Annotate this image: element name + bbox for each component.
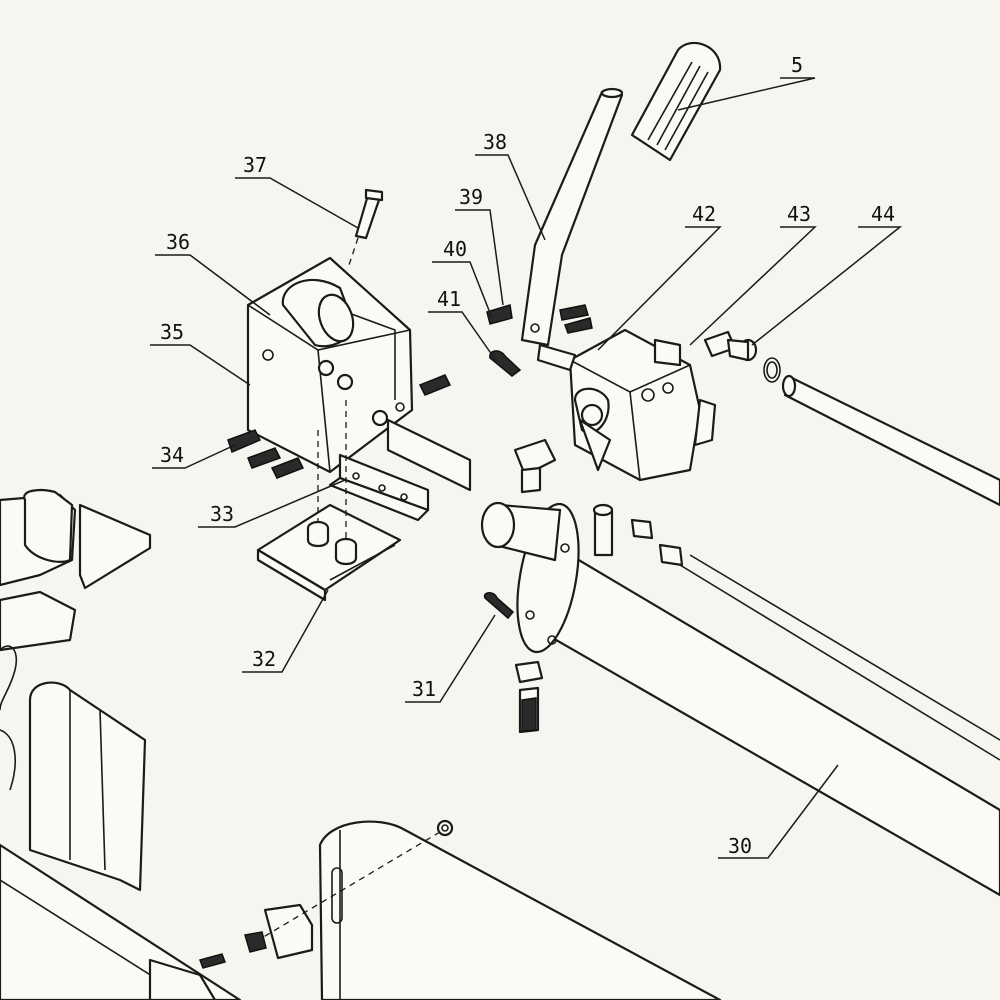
callout-34: 34: [160, 443, 184, 467]
sleeve-part: [281, 278, 355, 348]
callout-41: 41: [437, 287, 461, 311]
callout-39: 39: [459, 185, 483, 209]
callout-38: 38: [483, 130, 507, 154]
grip-part: [630, 41, 722, 162]
callout-32: 32: [252, 647, 276, 671]
bolt-37-part: [347, 188, 384, 269]
callout-40: 40: [443, 237, 467, 261]
callout-5: 5: [791, 53, 803, 77]
rack-plate-32-part: [256, 400, 402, 602]
callout-labels: 5 30 31 32 33 34 35 36 37 38 39 40 41 42…: [160, 53, 895, 858]
callout-44: 44: [871, 202, 895, 226]
callout-30: 30: [728, 834, 752, 858]
callout-36: 36: [166, 230, 190, 254]
left-bracket-part: [0, 489, 152, 652]
callout-42: 42: [692, 202, 716, 226]
main-beam-part: [0, 843, 242, 1000]
fasteners-bottom: [199, 819, 454, 969]
bolts-34-part: [227, 374, 452, 479]
hydraulic-cylinder-part: [480, 501, 1000, 897]
return-hose-part: [763, 357, 1000, 507]
control-valve-part: [513, 328, 717, 494]
clamp-ring-part: [0, 645, 18, 791]
pins-39-41-part: [486, 304, 593, 377]
callout-43: 43: [787, 202, 811, 226]
callout-31: 31: [412, 677, 436, 701]
bolt-31-part: [483, 592, 515, 620]
fitting-43-part: [703, 330, 758, 362]
callout-35: 35: [160, 320, 184, 344]
slide-block-part: [263, 820, 722, 1000]
wedge-plate-part: [28, 681, 147, 892]
callout-37: 37: [243, 153, 267, 177]
wear-plate-33-part: [328, 418, 472, 522]
callout-33: 33: [210, 502, 234, 526]
pin-below-cylinder: [514, 660, 544, 734]
callout-leaders: [150, 77, 903, 859]
lever-handle-part: [520, 87, 624, 347]
